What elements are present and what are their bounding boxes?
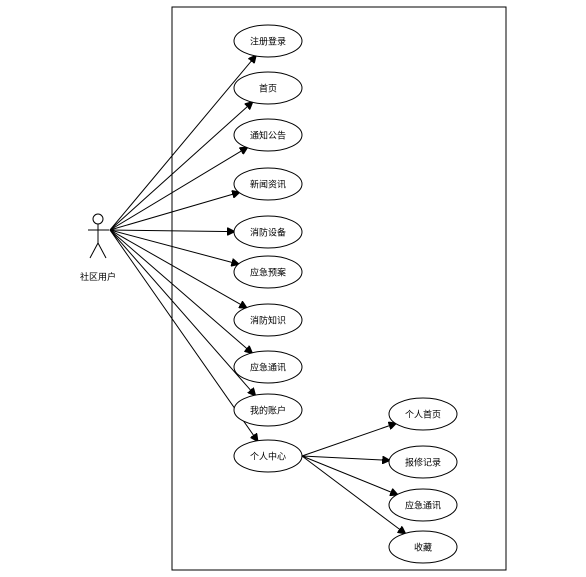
use-case-ellipse[interactable]: [388, 397, 458, 431]
use-case-ellipse[interactable]: [388, 488, 458, 522]
use-case-register-login[interactable]: 注册登录: [233, 24, 303, 58]
use-case-my-account[interactable]: 我的账户: [233, 393, 303, 427]
use-case-label: 收藏: [414, 542, 432, 554]
use-case-ellipse[interactable]: [233, 167, 303, 201]
use-case-label: 通知公告: [250, 130, 286, 142]
use-case-ellipse[interactable]: [233, 393, 303, 427]
use-case-fire-equipment[interactable]: 消防设备: [233, 215, 303, 249]
use-case-label: 报修记录: [405, 457, 441, 469]
use-case-personal-home[interactable]: 个人首页: [388, 397, 458, 431]
use-case-emergency-news-2[interactable]: 应急通讯: [388, 488, 458, 522]
include-line: [301, 455, 389, 460]
use-case-ellipse[interactable]: [233, 71, 303, 105]
use-case-label: 注册登录: [250, 36, 286, 48]
actor-community-user: 社区用户: [80, 213, 116, 283]
use-case-repair-records[interactable]: 报修记录: [388, 445, 458, 479]
include-line: [301, 455, 397, 495]
association-line: [109, 192, 239, 231]
use-case-label: 个人中心: [250, 451, 286, 463]
actor-left-leg: [89, 242, 99, 259]
use-case-label: 应急通讯: [405, 500, 441, 512]
include-line: [301, 424, 396, 457]
use-case-fire-knowledge[interactable]: 消防知识: [233, 303, 303, 337]
use-case-favorites[interactable]: 收藏: [388, 530, 458, 564]
use-case-notice[interactable]: 通知公告: [233, 118, 303, 152]
use-case-news[interactable]: 新闻资讯: [233, 167, 303, 201]
actor-head: [92, 213, 104, 225]
use-case-ellipse[interactable]: [388, 445, 458, 479]
include-line: [301, 455, 405, 533]
use-case-personal-center[interactable]: 个人中心: [233, 439, 303, 473]
use-case-label: 我的账户: [250, 405, 286, 417]
association-line: [109, 56, 256, 231]
use-case-emergency-plan[interactable]: 应急预案: [233, 255, 303, 289]
use-case-ellipse[interactable]: [233, 350, 303, 384]
use-case-label: 新闻资讯: [250, 179, 286, 191]
use-case-ellipse[interactable]: [233, 439, 303, 473]
association-line: [109, 230, 234, 232]
use-case-ellipse[interactable]: [233, 215, 303, 249]
actor-label: 社区用户: [80, 271, 116, 283]
use-case-label: 消防知识: [250, 315, 286, 327]
use-case-ellipse[interactable]: [233, 24, 303, 58]
association-line: [109, 229, 246, 308]
association-line: [109, 229, 255, 395]
association-line: [109, 148, 247, 231]
use-case-ellipse[interactable]: [233, 118, 303, 152]
association-lines: [109, 56, 405, 534]
use-case-label: 首页: [259, 83, 277, 95]
use-case-emergency-news[interactable]: 应急通讯: [233, 350, 303, 384]
use-case-label: 个人首页: [405, 409, 441, 421]
use-case-label: 应急预案: [250, 267, 286, 279]
use-case-label: 应急通讯: [250, 362, 286, 374]
use-case-ellipse[interactable]: [233, 255, 303, 289]
actor-right-leg: [97, 242, 107, 259]
use-case-ellipse[interactable]: [388, 530, 458, 564]
use-case-home[interactable]: 首页: [233, 71, 303, 105]
association-line: [109, 229, 252, 353]
association-line: [109, 229, 257, 441]
use-case-ellipse[interactable]: [233, 303, 303, 337]
association-line: [109, 229, 238, 264]
system-boundary: [171, 6, 507, 571]
use-case-label: 消防设备: [250, 227, 286, 239]
association-line: [109, 102, 252, 231]
